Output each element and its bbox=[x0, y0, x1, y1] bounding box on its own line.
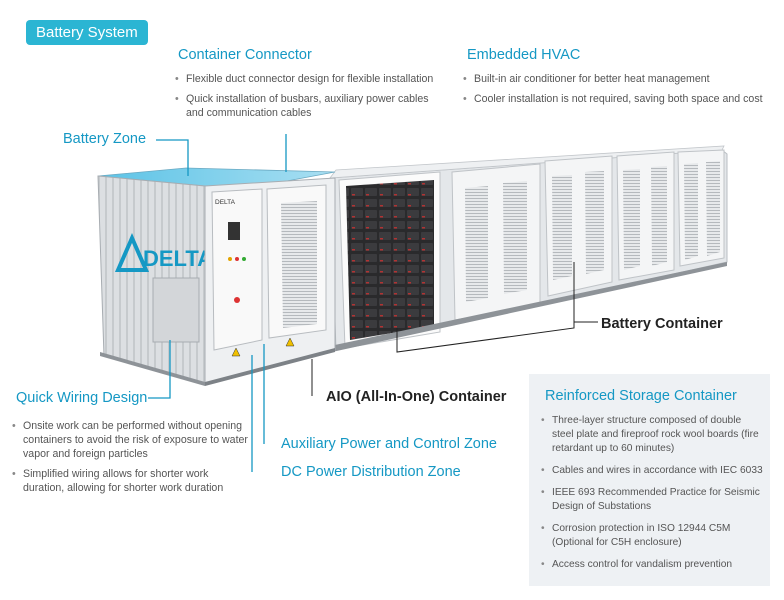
list-item: Simplified wiring allows for shorter wor… bbox=[12, 467, 252, 495]
delta-logo-icon: DELTA bbox=[114, 233, 213, 272]
battery-zone-heading: Battery Zone bbox=[63, 131, 147, 147]
list-item: Access control for vandalism prevention bbox=[541, 558, 763, 572]
embedded-hvac-heading: Embedded HVAC bbox=[467, 47, 581, 63]
battery-container-heading: Battery Container bbox=[601, 316, 723, 332]
reinforced-storage-panel: Reinforced Storage Container Three-layer… bbox=[529, 374, 770, 586]
list-item: Corrosion protection in ISO 12944 C5M (O… bbox=[541, 522, 763, 550]
container-connector-heading: Container Connector bbox=[178, 47, 312, 63]
embedded-hvac-bullets: Built-in air conditioner for better heat… bbox=[463, 72, 779, 112]
reinforced-storage-bullets: Three-layer structure composed of double… bbox=[541, 414, 763, 580]
list-item: Flexible duct connector design for flexi… bbox=[175, 72, 445, 86]
list-item: Quick installation of busbars, auxiliary… bbox=[175, 92, 445, 120]
list-item: Built-in air conditioner for better heat… bbox=[463, 72, 779, 86]
aio-container-heading: AIO (All-In-One) Container bbox=[326, 389, 507, 405]
delta-logo-text: DELTA bbox=[143, 246, 213, 271]
list-item: Onsite work can be performed without ope… bbox=[12, 419, 252, 461]
door-logo: DELTA bbox=[215, 199, 236, 206]
quick-wiring-bullets: Onsite work can be performed without ope… bbox=[12, 419, 252, 501]
reinforced-storage-heading: Reinforced Storage Container bbox=[545, 388, 737, 404]
battery-system-badge: Battery System bbox=[26, 20, 148, 45]
list-item: Cables and wires in accordance with IEC … bbox=[541, 464, 763, 478]
aux-power-zone-heading: Auxiliary Power and Control Zone bbox=[281, 436, 497, 452]
dc-power-zone-heading: DC Power Distribution Zone bbox=[281, 464, 461, 480]
list-item: Cooler installation is not required, sav… bbox=[463, 92, 779, 106]
list-item: IEEE 693 Recommended Practice for Seismi… bbox=[541, 486, 763, 514]
list-item: Three-layer structure composed of double… bbox=[541, 414, 763, 456]
container-connector-bullets: Flexible duct connector design for flexi… bbox=[175, 72, 445, 126]
quick-wiring-heading: Quick Wiring Design bbox=[16, 390, 148, 406]
